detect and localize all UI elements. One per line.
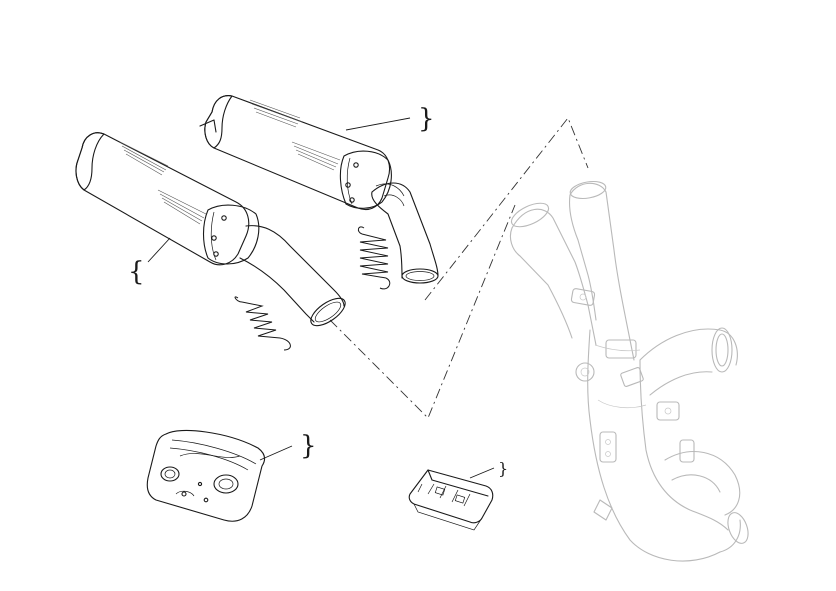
spring-upper [357,226,391,290]
assembly-centerlines [329,117,589,419]
callout-brace-upper-silencer: } [418,104,435,134]
silencer-upper: } [199,95,439,284]
spring-lower [234,296,291,351]
heat-shield: } [146,429,317,522]
callout-brace-heat-shield: } [300,431,317,461]
exhaust-header-pipes [509,180,749,562]
silencer-lower: { [75,132,346,327]
callout-brace-bracket: } [498,459,508,478]
callout-brace-lower-silencer: { [128,257,145,287]
mounting-bracket: } [408,459,508,531]
